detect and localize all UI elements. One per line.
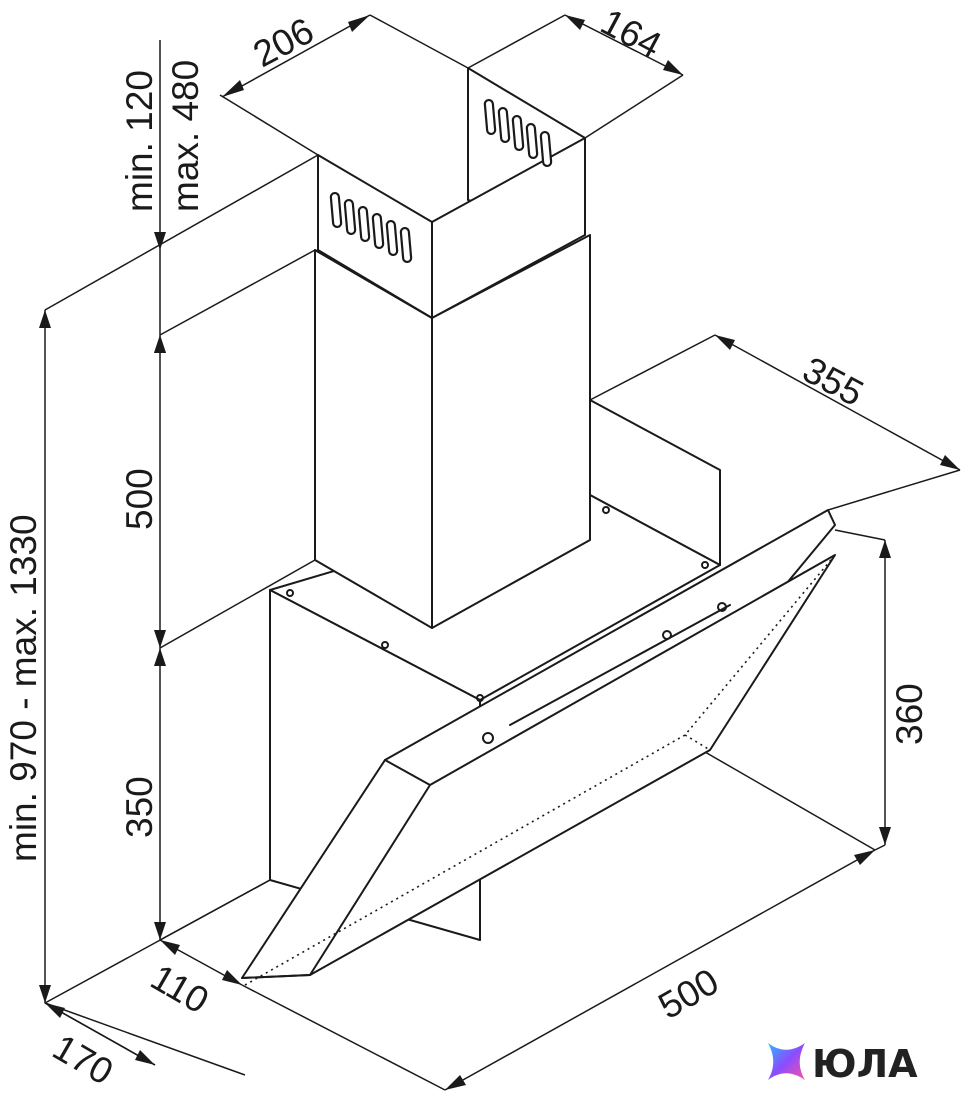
dim-label-chimney-width: 206: [247, 10, 321, 75]
chimney: [314, 67, 591, 629]
dim-label-glass-offset: 110: [144, 956, 216, 1021]
extension-lines: [44, 14, 961, 941]
yula-logo-wordmark: ЮЛА: [812, 1042, 918, 1086]
glass-panel: [241, 509, 836, 986]
vent-slots-rear: [483, 98, 553, 168]
dim-label-total-height: min. 970 - max. 1330: [3, 514, 44, 862]
dim-label-base-depth: 170: [46, 1026, 120, 1092]
dimension-labels: 206 164 min. 120 max. 480 500 350 min. 9…: [3, 1, 930, 1093]
dim-label-hood-depth: 355: [796, 349, 870, 414]
yula-logo-icon: [768, 1043, 805, 1080]
vent-slots-front: [329, 191, 413, 264]
dim-label-chimney-height: 500: [119, 468, 160, 530]
dim-label-overlap-min: min. 120: [119, 70, 160, 212]
dimension-lines: [39, 14, 961, 1091]
dim-label-hood-width: 500: [652, 961, 726, 1027]
yula-logo: ЮЛА: [768, 1042, 918, 1086]
dim-label-hood-body-height: 350: [119, 776, 160, 838]
dim-label-glass-height: 360: [889, 683, 930, 745]
dim-label-overlap-max: max. 480: [165, 60, 206, 212]
dim-label-chimney-depth: 164: [594, 1, 668, 66]
